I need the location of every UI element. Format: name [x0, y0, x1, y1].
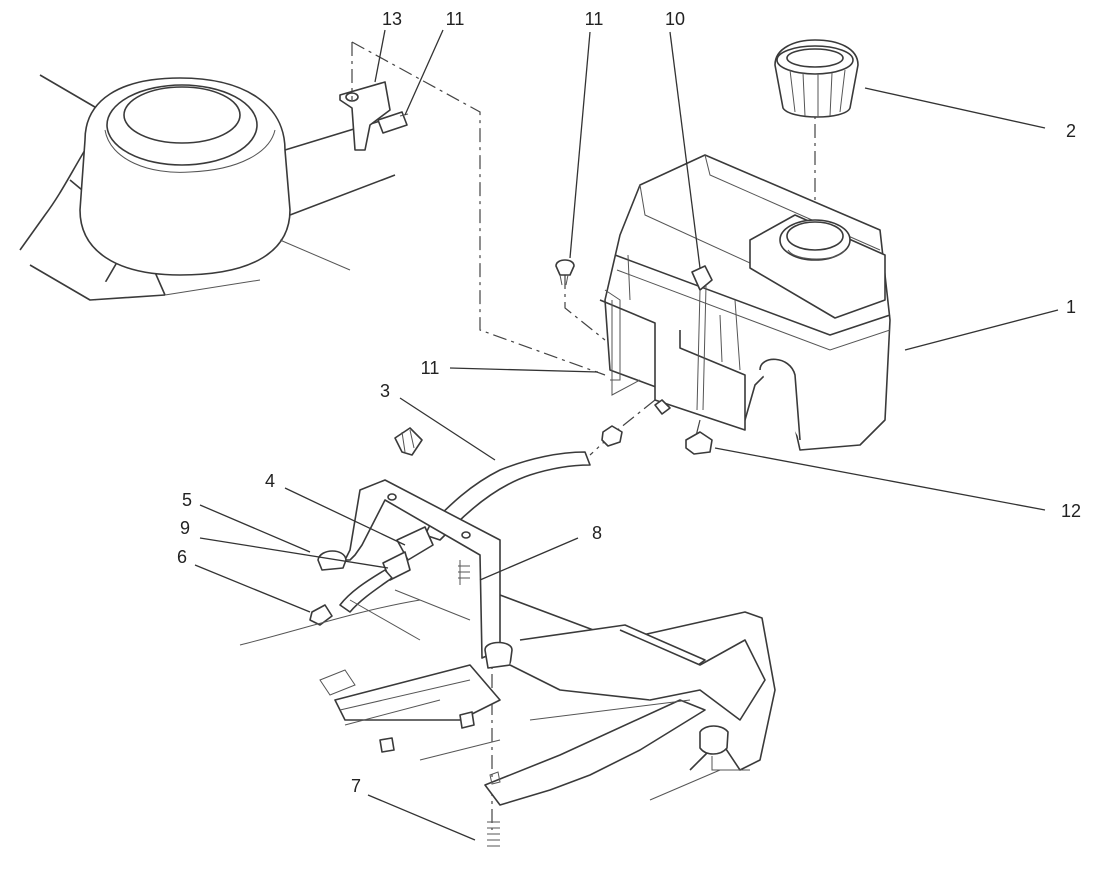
callout-3: 3	[379, 381, 391, 401]
callout-5: 5	[181, 490, 193, 510]
callout-10: 10	[664, 9, 686, 29]
callout-1: 1	[1065, 297, 1077, 317]
callout-9: 9	[179, 518, 191, 538]
engine-housing	[19, 74, 396, 301]
callout-11-bracket: 11	[420, 358, 440, 378]
fuel-tank	[599, 154, 891, 451]
callout-11-tank-bolt: 11	[584, 9, 604, 29]
mower-chassis	[239, 589, 776, 806]
callout-4: 4	[264, 471, 276, 491]
tank-support-bracket	[317, 479, 513, 847]
callout-6: 6	[176, 547, 188, 567]
callout-2: 2	[1065, 121, 1077, 141]
fuel-cap	[774, 39, 859, 118]
callout-8: 8	[591, 523, 603, 543]
hose-clip	[394, 427, 423, 456]
mounting-bracket	[339, 81, 409, 151]
callout-12: 12	[1060, 501, 1082, 521]
callout-11-bracket-bolt: 11	[445, 9, 465, 29]
callout-leader-lines	[194, 29, 1059, 841]
callout-7: 7	[350, 776, 362, 796]
tank-bolts	[555, 259, 713, 455]
callout-13: 13	[381, 9, 403, 29]
